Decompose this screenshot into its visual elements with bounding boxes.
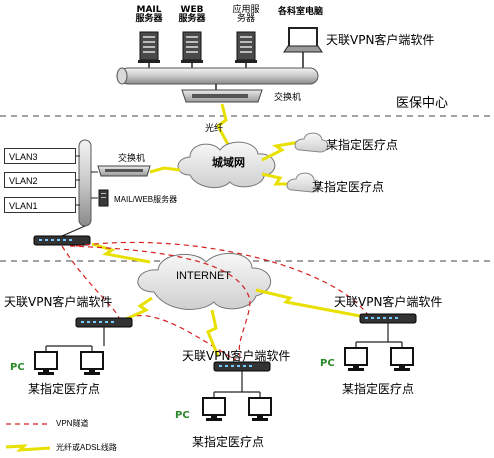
metro-network-cloud: [177, 141, 276, 189]
hospital-1-cloud: [294, 132, 329, 153]
app-server-label: 应用服 务器: [232, 5, 260, 24]
gateway-internet-link: [91, 242, 151, 264]
fiber-link: [216, 103, 232, 149]
mail-server-label: MAIL 服务器: [135, 5, 163, 24]
right-site-network: [355, 323, 403, 348]
vpn-client-right-label: 天联VPN客户端软件: [334, 295, 443, 309]
site-right-label: 某指定医疗点: [342, 382, 415, 396]
web-server-label: WEB 服务器: [178, 5, 206, 24]
vpn-client-left-label: 天联VPN客户端软件: [4, 295, 113, 309]
legend-vpn-label: VPN隧道: [56, 419, 89, 428]
app-server-icon: [234, 31, 258, 64]
vlan-backbone: [76, 139, 98, 227]
internet-bottom-link: [206, 309, 220, 357]
bottom-site-network: [213, 371, 261, 398]
pc-left-label: PC: [10, 362, 25, 373]
core-switch-icon: [181, 89, 263, 103]
internet-label: INTERNET: [176, 270, 231, 282]
hospital-1-label: 某指定医疗点: [326, 138, 399, 152]
branch-switch-icon: [97, 165, 151, 177]
mail-web-server-icon: [98, 189, 109, 207]
vlan2-box: VLAN2: [4, 172, 76, 188]
bottom-pc-1-icon: [202, 397, 226, 422]
site-left-label: 某指定医疗点: [28, 382, 101, 396]
left-site-network: [45, 327, 105, 352]
metro-hospital-link-1: [261, 140, 301, 162]
office-pc-label: 各科室电脑: [278, 7, 324, 17]
left-router-icon: [75, 317, 133, 328]
pc-right-label: PC: [320, 358, 335, 369]
legend-link-swatch: [5, 444, 51, 452]
hospital-2-cloud: [286, 172, 321, 193]
pc-bottom-label: PC: [175, 410, 190, 421]
web-server-icon: [180, 31, 204, 64]
left-pc-2-icon: [80, 351, 104, 376]
vlan1-box: VLAN1: [4, 197, 76, 213]
mail-web-server-label: MAIL/WEB服务器: [114, 195, 178, 204]
right-router-icon: [359, 313, 417, 324]
vpn-client-top-label: 天联VPN客户端软件: [326, 33, 435, 47]
server-drop-lines: [148, 52, 304, 70]
vpn-client-bottom-label: 天联VPN客户端软件: [182, 349, 291, 363]
fiber-label: 光纤: [205, 123, 224, 133]
vlan3-box: VLAN3: [4, 148, 76, 164]
internet-right-link: [255, 288, 361, 318]
left-pc-1-icon: [34, 351, 58, 376]
bottom-router-icon: [213, 361, 271, 372]
medical-center-label: 医保中心: [396, 96, 449, 111]
laptop-icon: [283, 27, 323, 53]
bottom-pc-2-icon: [248, 397, 272, 422]
site-bottom-label: 某指定医疗点: [192, 435, 265, 449]
internet-left-link: [123, 296, 153, 322]
right-pc-2-icon: [390, 347, 414, 372]
switch-mid-label: 交换机: [118, 153, 146, 163]
right-pc-1-icon: [344, 347, 368, 372]
mail-server-icon: [137, 31, 161, 64]
switch-top-label: 交换机: [274, 92, 302, 102]
backbone-cable: [116, 67, 319, 85]
gateway-router-icon: [33, 235, 91, 246]
legend-link-label: 光纤或ADSL线路: [56, 443, 117, 452]
hospital-2-label: 某指定医疗点: [312, 180, 385, 194]
internet-cloud: [137, 252, 272, 310]
metro-label: 城域网: [212, 156, 245, 169]
metro-switch-link: [149, 166, 181, 174]
